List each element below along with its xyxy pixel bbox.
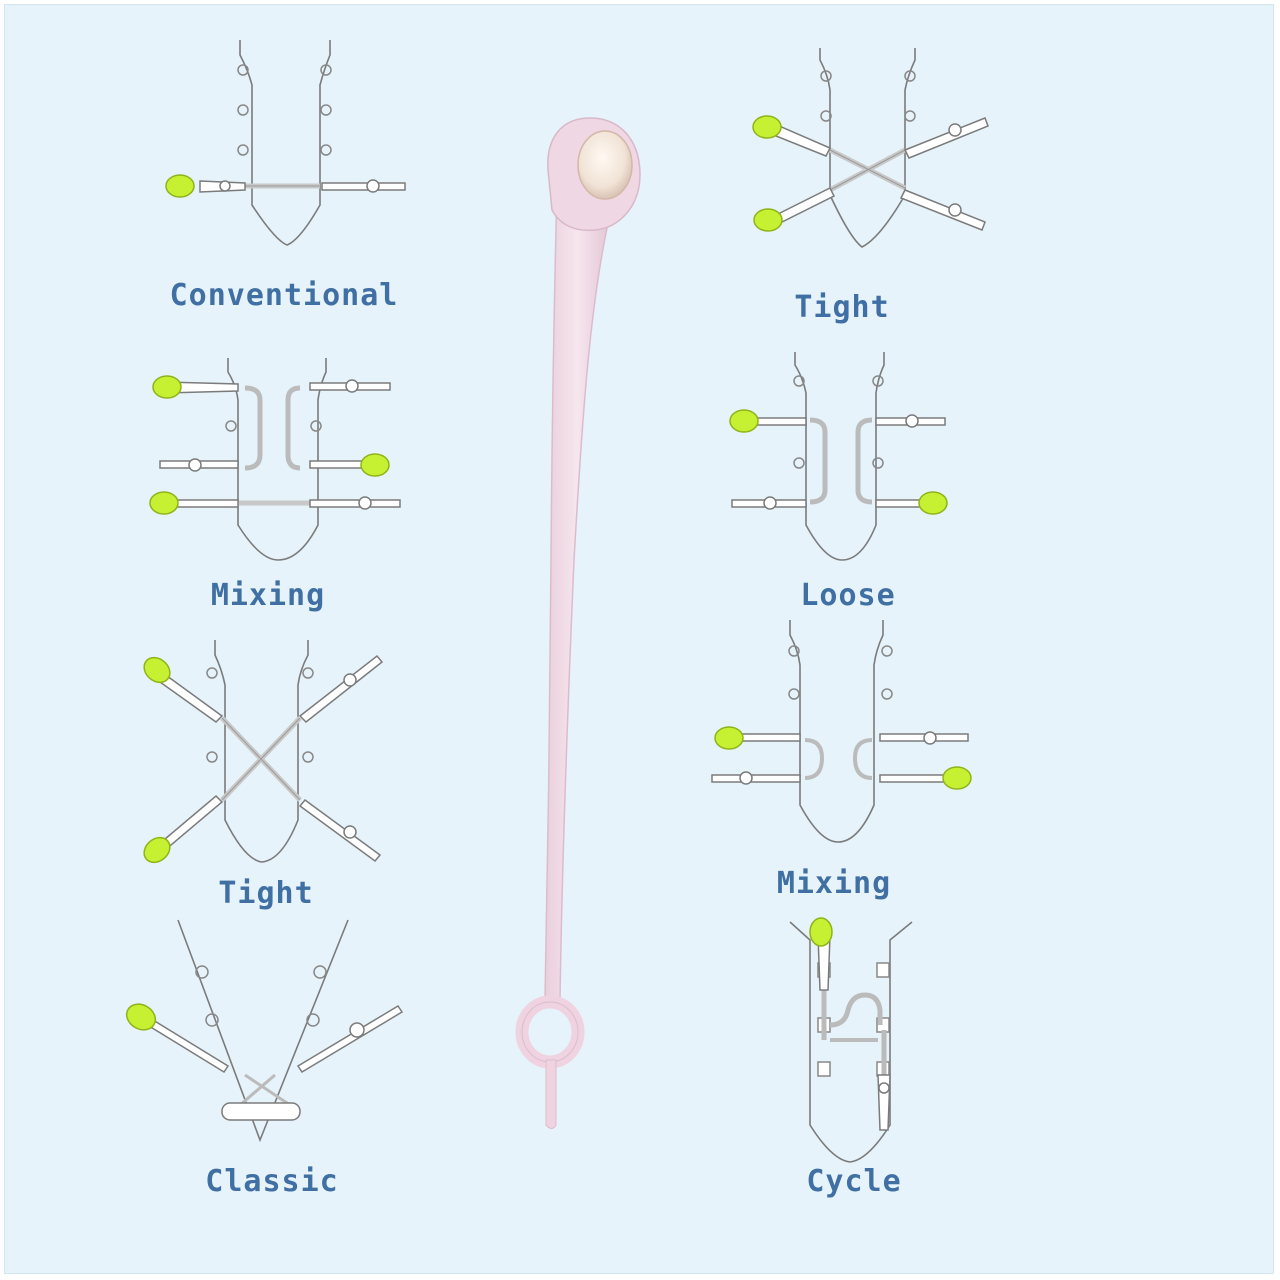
pattern-cycle [789, 917, 913, 1163]
pattern-tight-right [752, 48, 989, 248]
pattern-classic [125, 919, 404, 1143]
pattern-loose [729, 352, 948, 561]
pattern-mixing-right [711, 620, 972, 843]
pattern-tight-left [143, 640, 384, 864]
label-classic: Classic [205, 1164, 339, 1199]
label-mixing-left: Mixing [210, 578, 326, 613]
label-loose: Loose [800, 578, 896, 613]
pattern-mixing-left [149, 358, 401, 561]
label-tight-left: Tight [218, 876, 314, 911]
lace-tool [515, 117, 641, 1129]
label-conventional: Conventional [169, 278, 399, 313]
label-cycle: Cycle [806, 1164, 902, 1199]
label-tight-right: Tight [794, 290, 890, 325]
pattern-conventional [165, 40, 406, 246]
label-mixing-right: Mixing [776, 866, 892, 901]
